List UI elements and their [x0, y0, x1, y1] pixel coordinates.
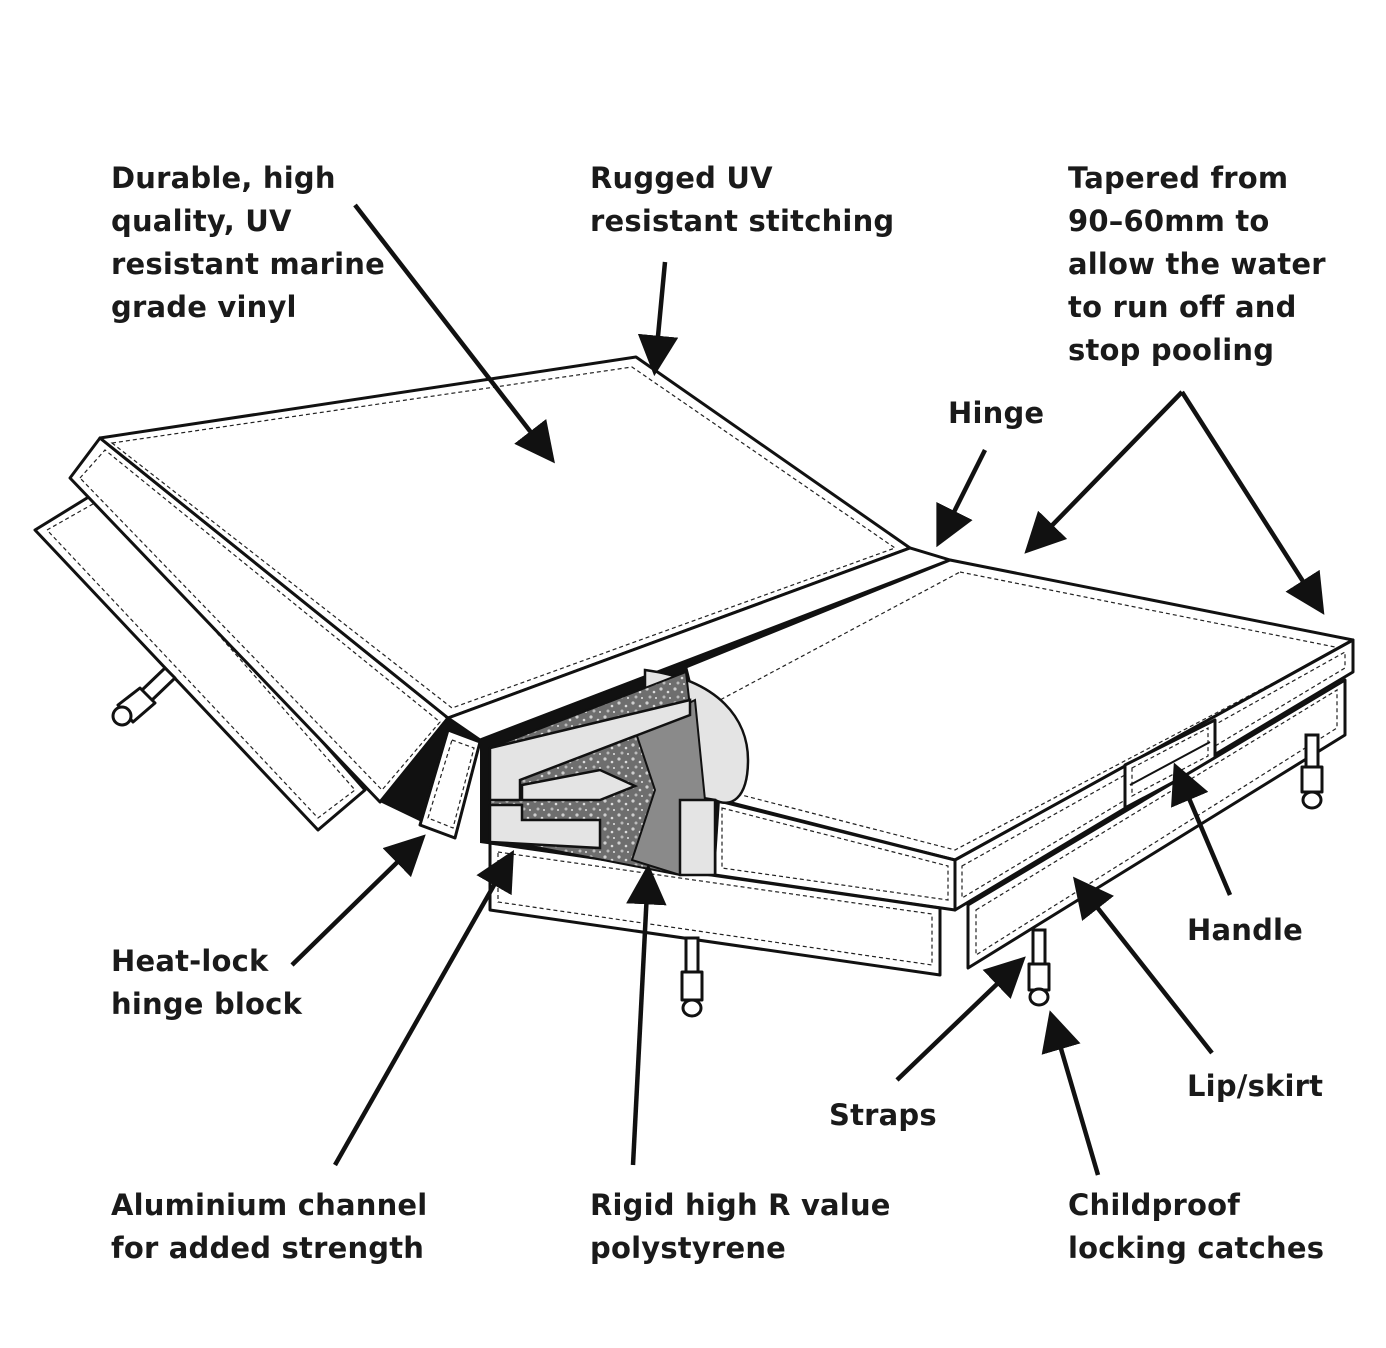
heat-lock-block [418, 728, 482, 840]
arrow-catches [1041, 1010, 1101, 1176]
callout-line: Straps [829, 1098, 937, 1132]
callout-line: Heat-lock [111, 944, 269, 978]
callout-line: 90–60mm to [1068, 204, 1270, 238]
callout-vinyl: Durable, high quality, UV resistant mari… [111, 157, 385, 329]
callout-line: Lip/skirt [1187, 1069, 1324, 1103]
callout-catches: Childproof locking catches [1068, 1184, 1324, 1270]
callout-straps: Straps [829, 1094, 937, 1137]
callout-line: for added strength [111, 1231, 425, 1265]
callout-line: Hinge [948, 396, 1045, 430]
callout-aluminium: Aluminium channel for added strength [111, 1184, 427, 1270]
arrow-polystyrene [626, 863, 667, 1166]
arrow-tapered-right [1180, 390, 1325, 615]
callout-line: Durable, high [111, 161, 336, 195]
callout-line: resistant marine [111, 247, 386, 281]
callout-line: Rugged UV [590, 161, 773, 195]
arrow-hinge [936, 448, 988, 548]
arrow-lipskirt [1072, 876, 1214, 1055]
callout-heatlock: Heat-lock hinge block [111, 940, 302, 1026]
callout-line: Rigid high R value [590, 1188, 891, 1222]
callout-line: Aluminium channel [111, 1188, 428, 1222]
callout-lipskirt: Lip/skirt [1187, 1065, 1323, 1108]
right-strap-catch [1027, 928, 1051, 1007]
arrow-tapered-left [1024, 390, 1184, 554]
left-skirt-panel [33, 488, 367, 832]
callout-line: Childproof [1068, 1188, 1241, 1222]
callout-line: allow the water [1068, 247, 1326, 281]
callout-line: locking catches [1068, 1231, 1325, 1265]
callout-line: Handle [1187, 913, 1304, 947]
left-strap-catch [111, 666, 177, 727]
arrow-straps [895, 956, 1026, 1082]
right-skirt-panel [966, 678, 1347, 970]
cross-section-cutaway [480, 662, 750, 877]
arrow-stitching [637, 261, 679, 377]
callout-line: grade vinyl [111, 290, 297, 324]
callout-line: quality, UV [111, 204, 292, 238]
callout-polystyrene: Rigid high R value polystyrene [590, 1184, 891, 1270]
callout-line: resistant stitching [590, 204, 895, 238]
callout-line: polystyrene [590, 1231, 787, 1265]
callout-tapered: Tapered from 90–60mm to allow the water … [1068, 157, 1326, 372]
callout-line: to run off and [1068, 290, 1297, 324]
arrow-handle [1171, 762, 1233, 896]
callout-hinge: Hinge [948, 392, 1044, 435]
front-strap-catch [680, 936, 704, 1018]
callout-line: stop pooling [1068, 333, 1275, 367]
arrow-vinyl [353, 203, 555, 464]
arrow-aluminium [333, 849, 515, 1167]
far-strap-catch [1300, 733, 1324, 810]
leader-arrows [290, 203, 1325, 1176]
callout-handle: Handle [1187, 909, 1303, 952]
arrow-heatlock [290, 834, 426, 967]
callout-stitching: Rugged UV resistant stitching [590, 157, 894, 243]
callout-line: Tapered from [1068, 161, 1289, 195]
callout-line: hinge block [111, 987, 303, 1021]
